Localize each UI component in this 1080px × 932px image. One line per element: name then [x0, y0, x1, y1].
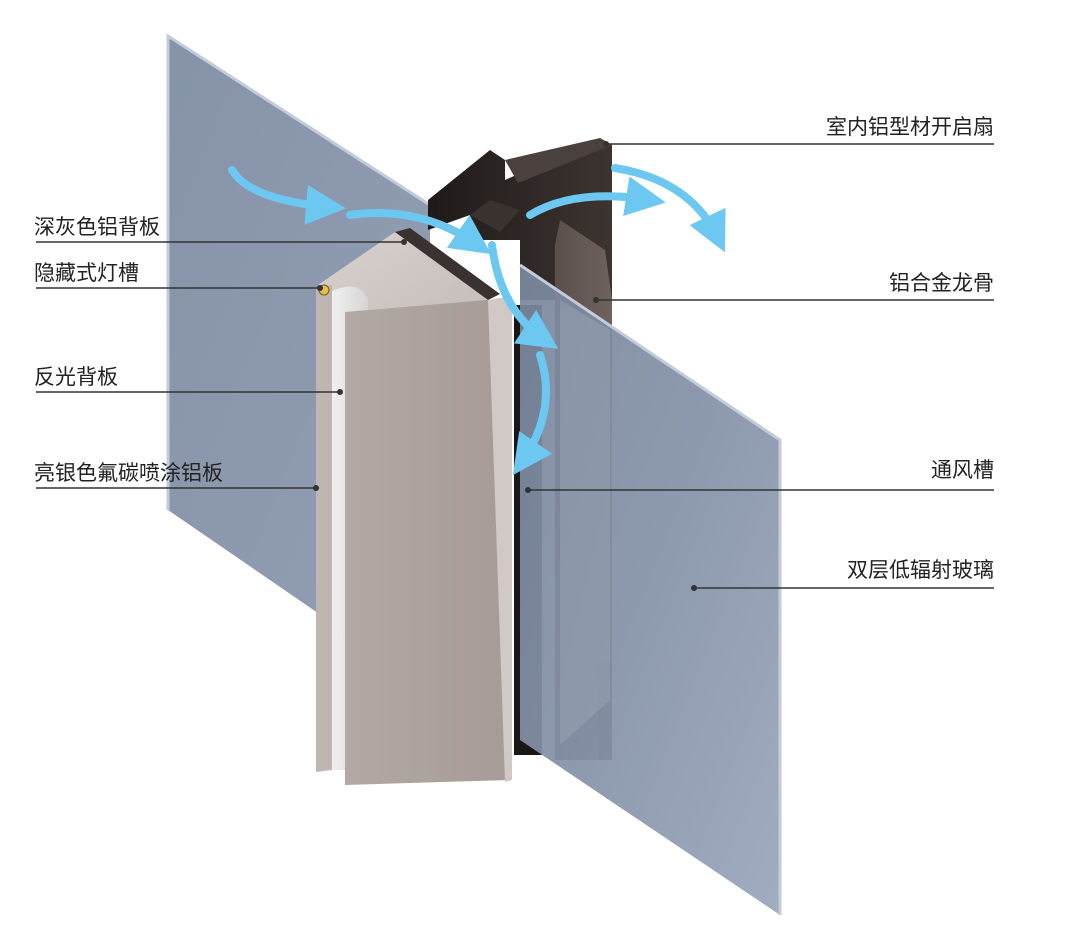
leader-dot [337, 389, 343, 395]
leader-dot [691, 585, 697, 591]
glass-pane-front-inner [560, 300, 610, 745]
leader-dot [317, 285, 323, 291]
airflow-arrow-icon [512, 351, 553, 476]
leader-dot [603, 141, 609, 147]
label-hidden-light-slot: 隐藏式灯槽 [34, 261, 139, 285]
sash-top-face [505, 138, 612, 183]
airflow-arrow-icon [488, 241, 559, 349]
label-double-low-e-glass: 双层低辐射玻璃 [847, 558, 994, 582]
leader-dot [525, 487, 531, 493]
airflow-arrow-icon [611, 164, 726, 253]
leader-dot [313, 485, 319, 491]
airflow-arrow-icon [346, 209, 492, 255]
label-silver-coated-panel: 亮银色氟碳喷涂铝板 [34, 461, 223, 485]
silver-panel-left-strip [316, 285, 332, 772]
leader-dot [401, 239, 407, 245]
airflow-arrows [228, 164, 726, 476]
sash-inner-step [470, 200, 520, 232]
leader-lines [36, 143, 994, 589]
label-ventilation-slot: 通风槽 [931, 458, 994, 482]
silver-panel-edge [488, 296, 512, 782]
airflow-arrow-icon [526, 176, 666, 219]
glass-pane-front [520, 265, 780, 915]
airflow-arrow-icon [228, 166, 346, 225]
label-indoor-opening-sash: 室内铝型材开启扇 [826, 115, 994, 139]
label-dark-back-panel: 深灰色铝背板 [34, 215, 160, 239]
leader-dots [313, 141, 697, 591]
glass-pane-front-edge [519, 263, 782, 915]
silver-panel-front [345, 298, 510, 785]
leader-dot [593, 297, 599, 303]
label-reflective-back-panel: 反光背板 [34, 365, 118, 389]
glass-pane-back-edge [166, 33, 431, 510]
label-aluminum-keel: 铝合金龙骨 [889, 271, 994, 295]
dark-back-panel [395, 228, 500, 300]
